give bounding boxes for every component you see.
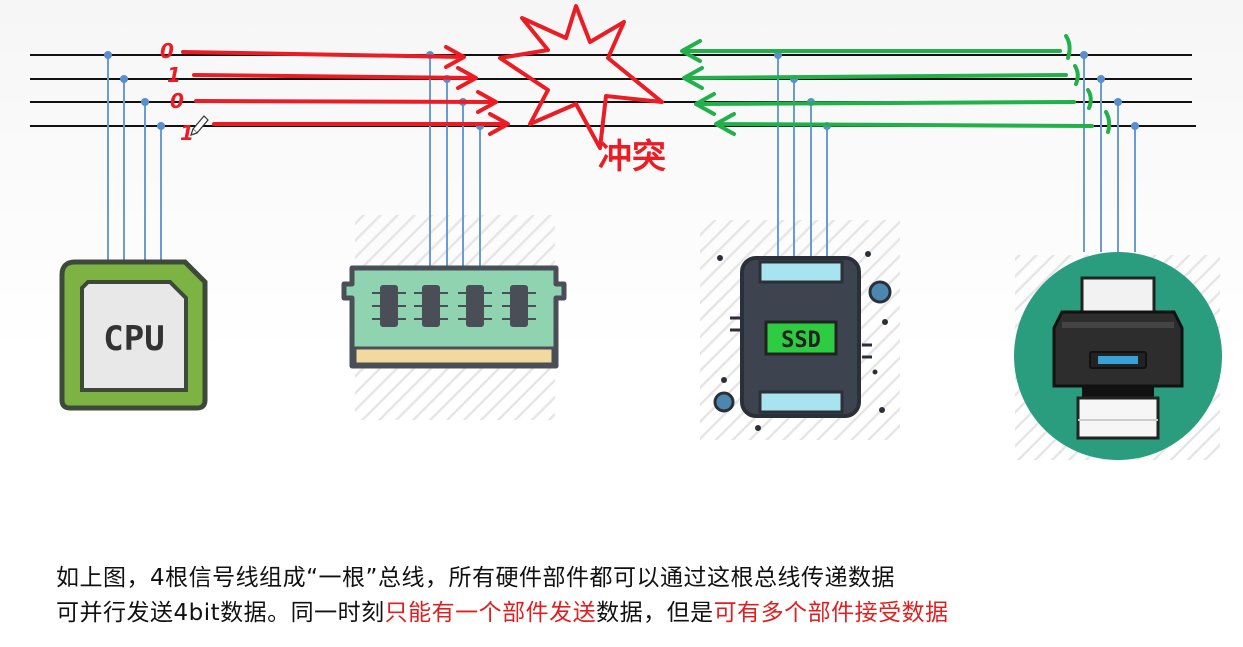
caption-line-2-only-one-sender: 只能有一个部件发送 bbox=[384, 600, 597, 626]
bit-annotations: 0 1 0 1 bbox=[160, 39, 194, 145]
ram-device bbox=[341, 265, 567, 369]
red-arrow-4 bbox=[212, 112, 510, 136]
bus-lines bbox=[30, 54, 1196, 127]
tap-lines bbox=[104, 51, 1139, 268]
green-arrows bbox=[680, 34, 1112, 136]
conflict-label: 冲突 bbox=[598, 137, 666, 177]
green-arrow-3 bbox=[694, 92, 1076, 116]
red-arrow-3 bbox=[194, 90, 498, 114]
caption-line-2-many-receivers: 可有多个部件接受数据 bbox=[713, 600, 949, 626]
bit-0: 0 bbox=[160, 39, 174, 63]
caption-line-2: 可并行发送4bit数据。同一时刻只能有一个部件发送数据，但是可有多个部件接受数据 bbox=[56, 593, 949, 627]
red-arrow-1 bbox=[181, 45, 466, 69]
bit-2: 0 bbox=[170, 89, 184, 113]
bit-1: 1 bbox=[167, 63, 181, 87]
red-arrows bbox=[181, 45, 510, 136]
caption-line-1-text: 如上图，4根信号线组成“一根”总线，所有硬件部件都可以通过这根总线传递数据 bbox=[56, 565, 895, 591]
green-arrow-2 bbox=[682, 66, 1068, 90]
ssd-device: SSD bbox=[713, 251, 892, 431]
caption-line-2-part-1: 可并行发送4bit数据。同一时刻 bbox=[56, 600, 385, 626]
caption-line-2-part-3: 数据，但是 bbox=[596, 600, 714, 626]
cpu-device: CPU bbox=[59, 259, 208, 411]
printer-icon bbox=[1052, 310, 1184, 388]
red-arrow-2 bbox=[192, 66, 478, 90]
pencil-icon bbox=[190, 115, 209, 136]
bit-3: 1 bbox=[180, 121, 194, 145]
green-arrow-1 bbox=[680, 39, 1062, 63]
cpu-label: CPU bbox=[103, 319, 164, 359]
conflict-burst-icon bbox=[498, 4, 664, 150]
green-arrow-4 bbox=[714, 112, 1094, 136]
printer-device bbox=[1014, 252, 1222, 460]
caption-line-1: 如上图，4根信号线组成“一根”总线，所有硬件部件都可以通过这根总线传递数据 bbox=[56, 558, 895, 592]
ssd-label: SSD bbox=[781, 328, 821, 353]
